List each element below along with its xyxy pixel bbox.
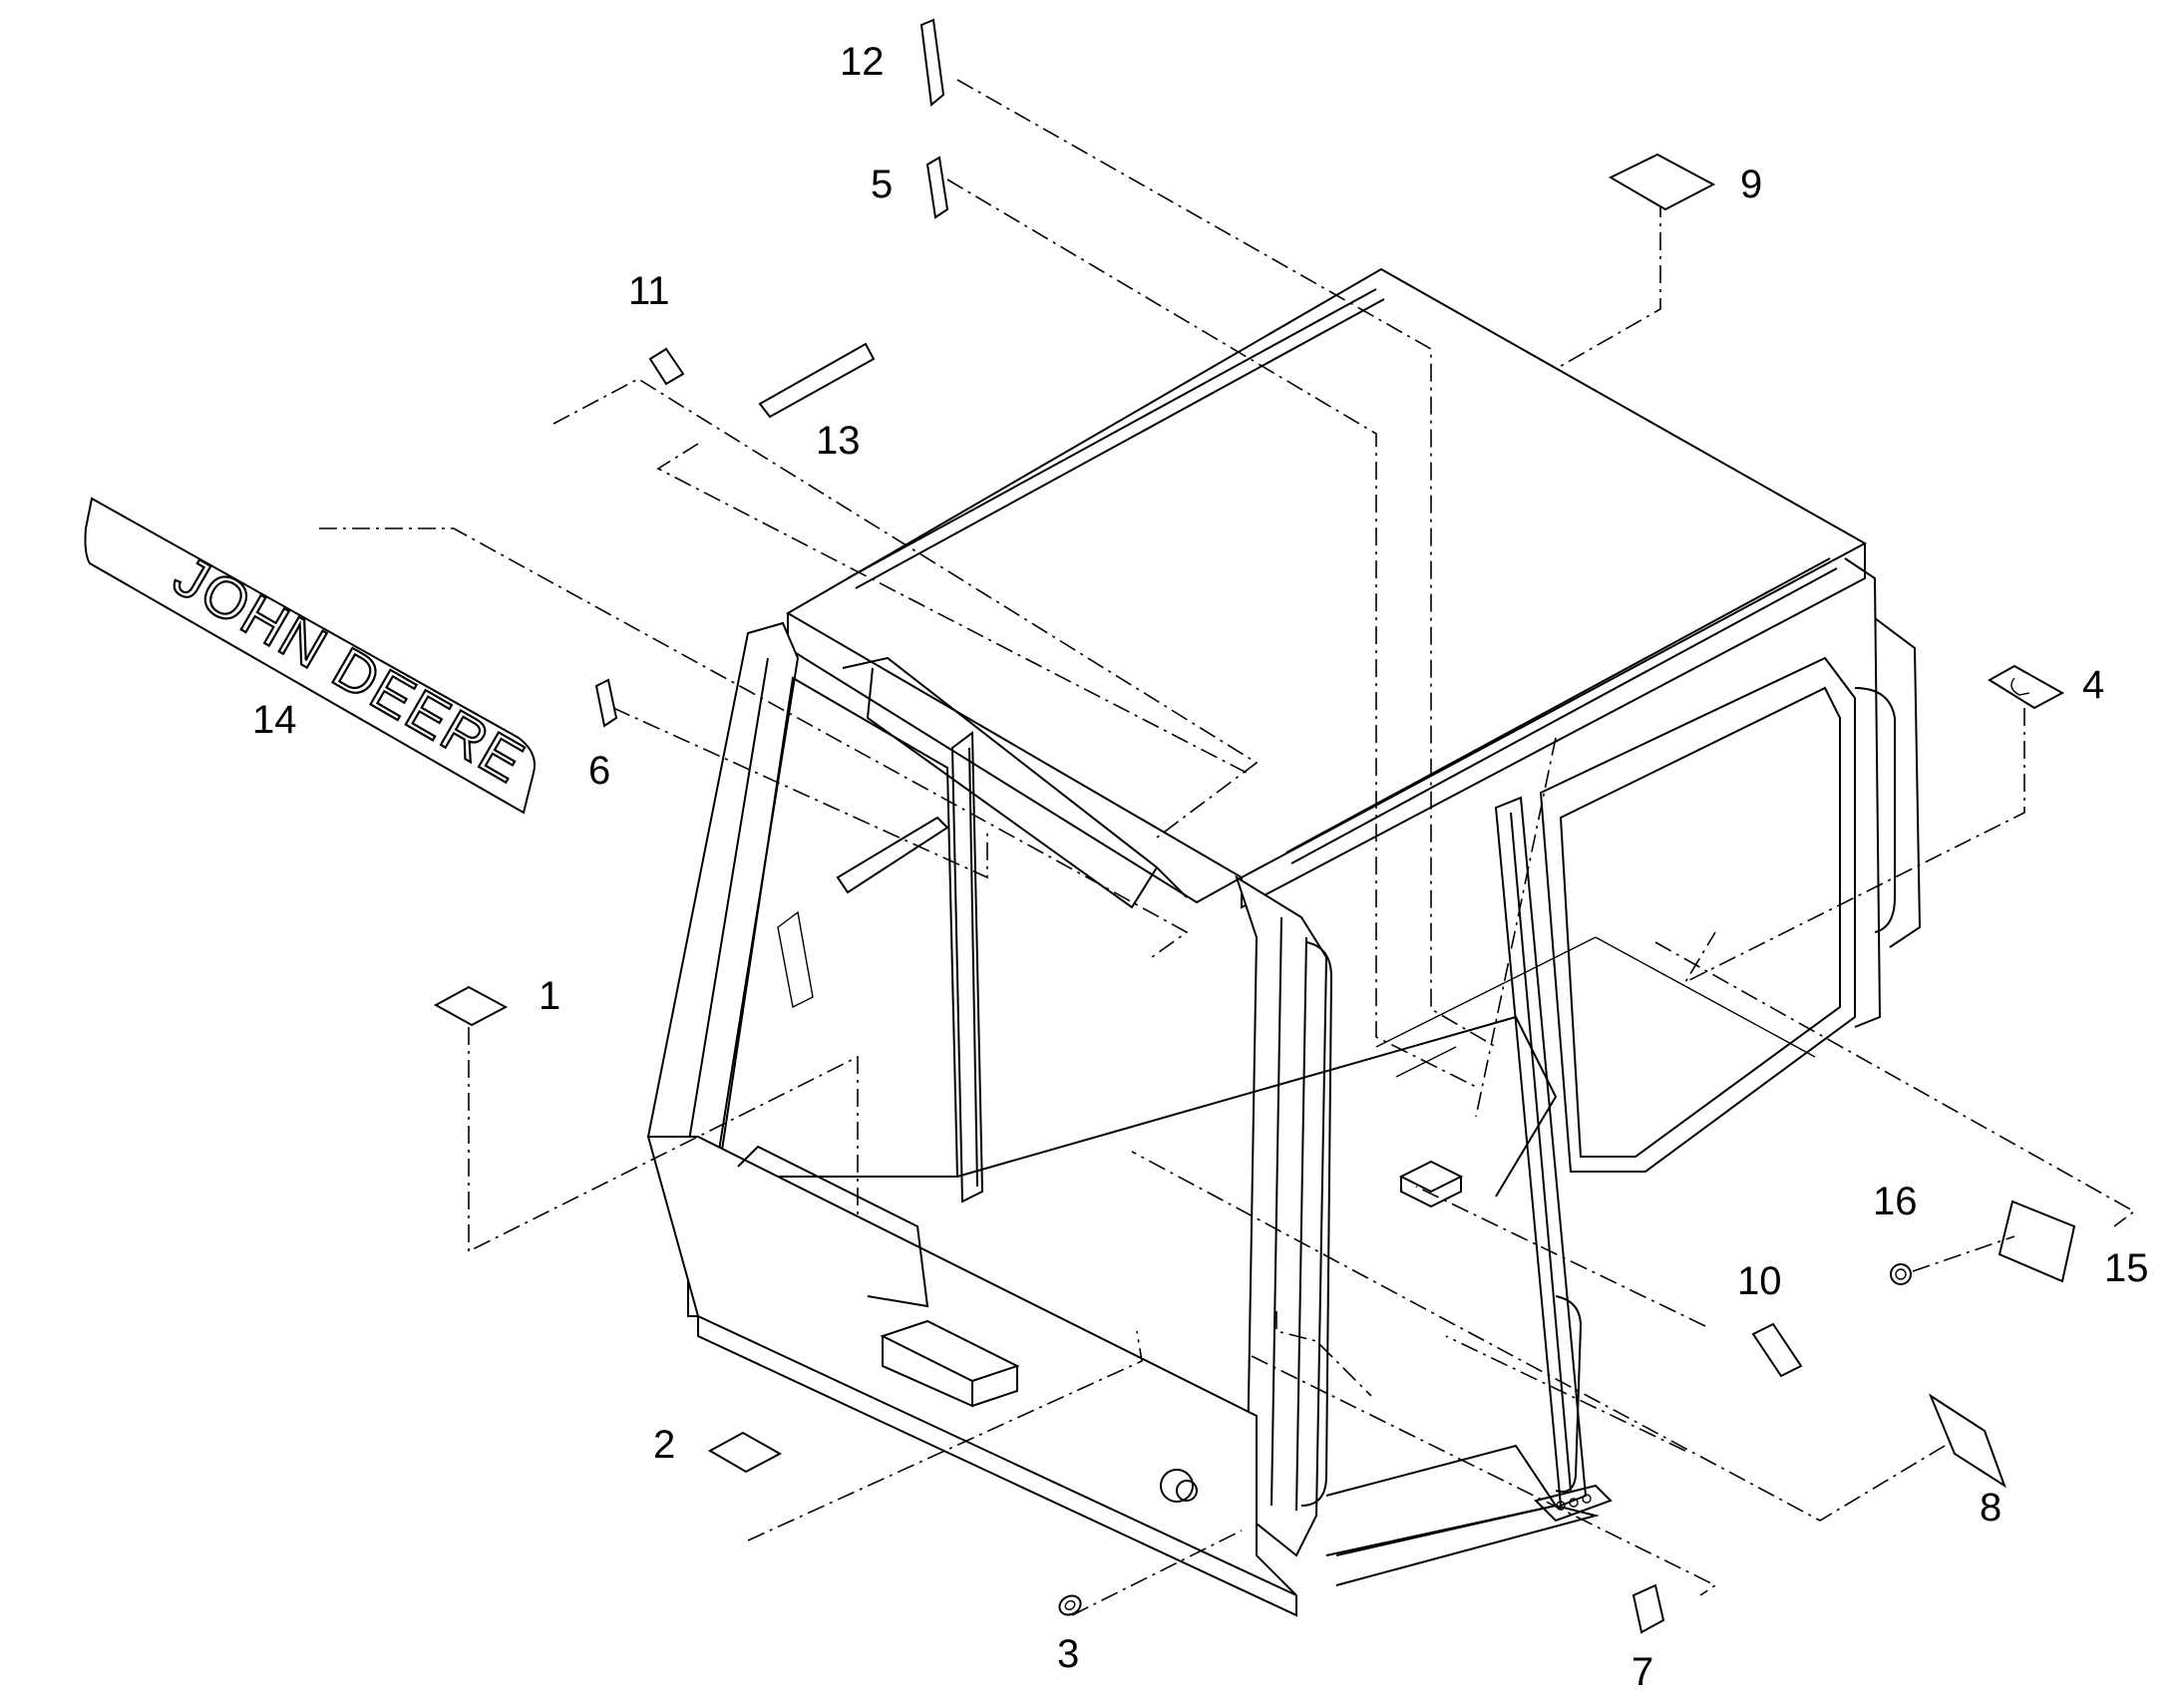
decal-15 [1998,1199,2076,1283]
callout-2: 2 [653,1423,675,1467]
cab-roof [786,267,1868,879]
decal-5 [925,156,949,219]
callout-16: 16 [1873,1180,1918,1223]
callout-13: 13 [816,419,861,463]
decal-2 [707,1431,783,1474]
john-deere-decal-text: JOHN DEERE [164,543,537,796]
callout-8: 8 [1980,1486,2001,1530]
callout-12: 12 [840,40,885,84]
callout-9: 9 [1740,163,1762,206]
callout-11: 11 [628,269,670,313]
decal-9 [1608,153,1716,211]
part-16-fastener [1890,1263,1912,1285]
decal-13 [758,342,876,419]
callout-3: 3 [1057,1632,1079,1676]
decal-11 [648,347,685,386]
john-deere-decal: JOHN DEERE [84,497,537,815]
callout-15: 15 [2104,1246,2149,1290]
part-3-fastener [1058,1594,1082,1616]
callout-labels: 1 2 3 4 5 6 7 8 9 10 11 12 13 14 15 16 [252,40,2149,1694]
callout-7: 7 [1632,1650,1653,1694]
decal-8 [1928,1393,2006,1489]
decal-4 [1988,664,2065,710]
callout-6: 6 [588,749,610,793]
callout-10: 10 [1737,1259,1782,1303]
decal-6 [594,678,618,728]
cab-assembly [646,267,1922,1617]
decal-12 [919,18,945,107]
callout-4: 4 [2082,663,2104,707]
rear-side-window [1539,656,1856,1173]
callout-5: 5 [871,163,893,206]
decal-10 [1751,1322,1803,1378]
cab-base [646,1136,1297,1596]
callout-1: 1 [539,974,560,1018]
leader-lines [319,79,2136,1616]
callout-14: 14 [252,698,297,742]
decal-7 [1632,1583,1665,1634]
decal-1 [433,985,509,1027]
